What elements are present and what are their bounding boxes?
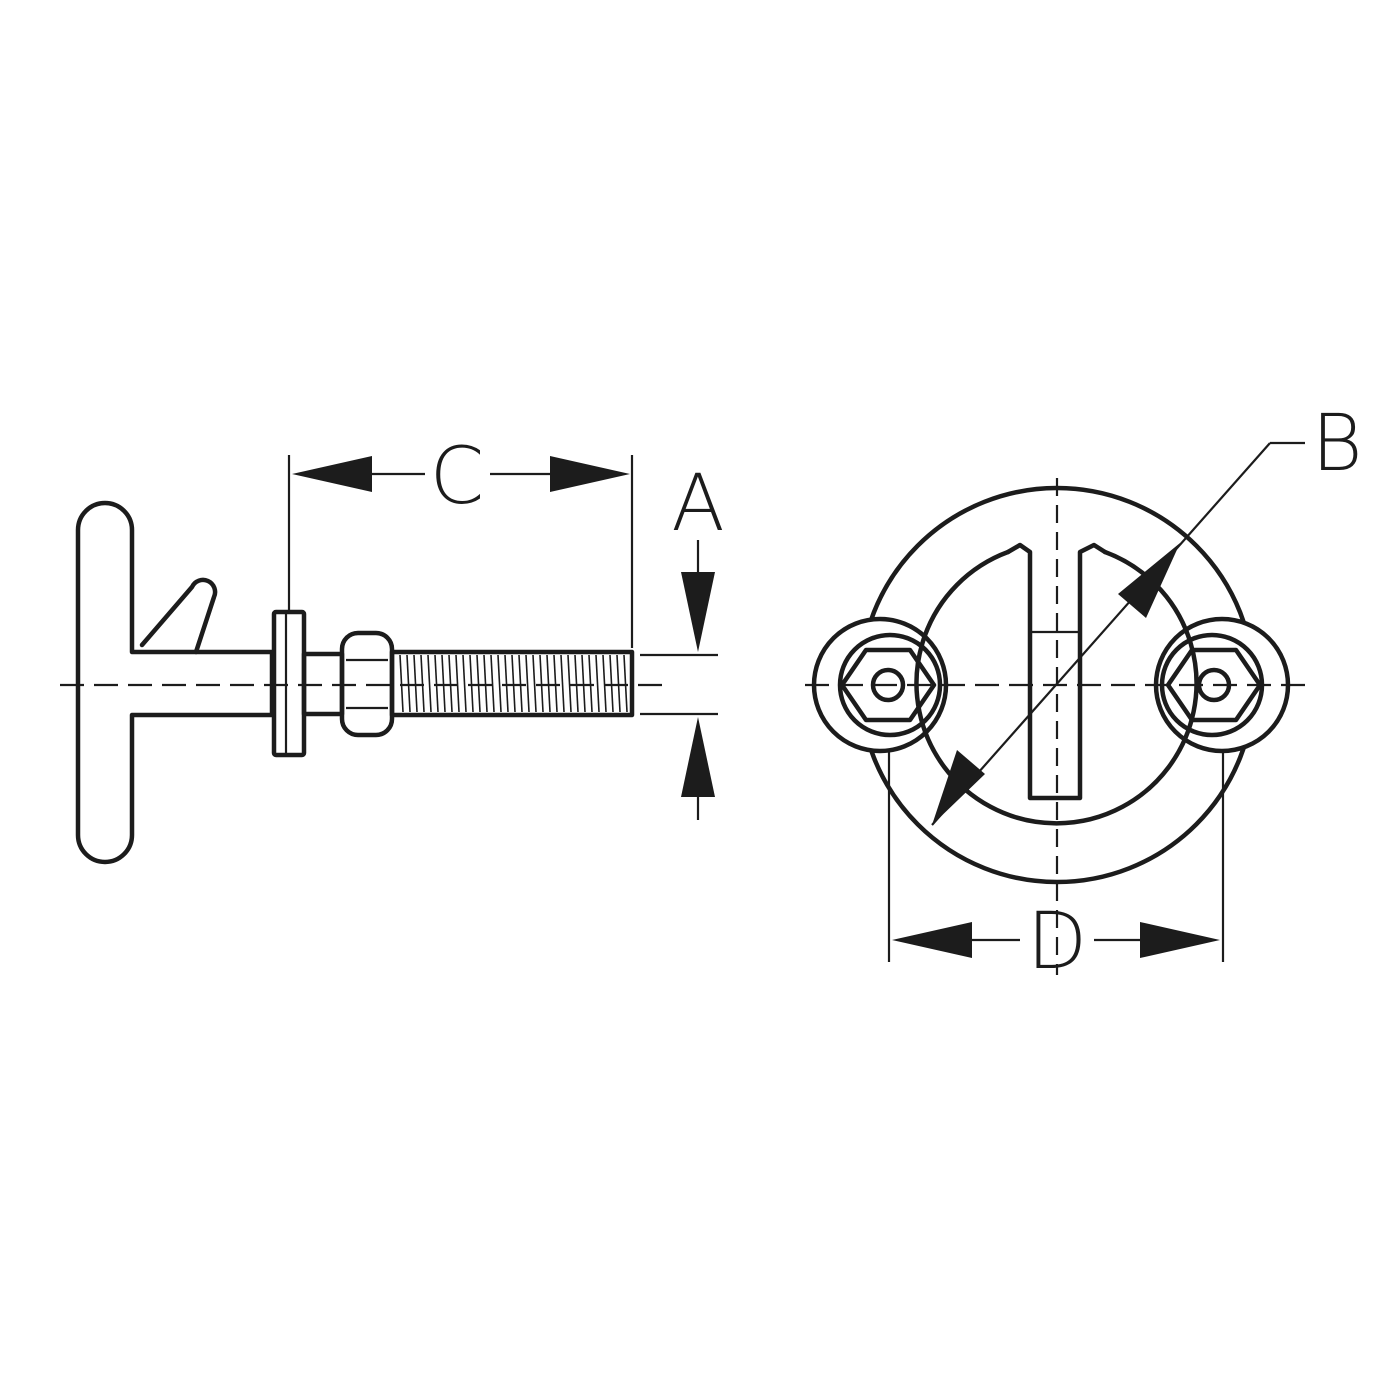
label-d: D	[1027, 897, 1087, 987]
dim-d-arrow-left	[892, 922, 972, 958]
angled-pin	[139, 577, 218, 655]
thread-line	[406, 654, 411, 713]
thread-line	[469, 654, 474, 713]
dim-c-arrow-left	[292, 456, 372, 492]
stud-threads	[399, 654, 628, 713]
thread-line	[420, 654, 425, 713]
thread-line	[476, 654, 481, 713]
thread-line	[462, 654, 467, 713]
thread-line	[539, 654, 544, 713]
thread-line	[574, 654, 579, 713]
dimension-d: D	[887, 752, 1225, 987]
left-hex-nut	[839, 647, 937, 723]
label-c: C	[430, 432, 484, 522]
thread-line	[532, 654, 537, 713]
thread-line	[441, 654, 446, 713]
thread-line	[595, 654, 600, 713]
thread-line	[588, 654, 593, 713]
thread-line	[581, 654, 586, 713]
label-b: B	[1311, 399, 1362, 489]
thread-line	[518, 654, 523, 713]
thread-line	[504, 654, 509, 713]
dim-d-arrow-right	[1140, 922, 1220, 958]
thread-line	[546, 654, 551, 713]
dim-a-arrow-bottom	[681, 717, 715, 797]
side-view	[60, 500, 668, 865]
threaded-stud	[389, 649, 635, 718]
dim-b-line	[931, 442, 1271, 826]
dim-b-arrow-upper	[1118, 543, 1180, 618]
dim-a-arrow-top	[681, 572, 715, 652]
thread-line	[525, 654, 530, 713]
thread-line	[483, 654, 488, 713]
thread-line	[455, 654, 460, 713]
dimension-c: C	[287, 432, 634, 648]
thread-line	[427, 654, 432, 713]
thread-line	[616, 654, 621, 713]
thread-line	[490, 654, 495, 713]
thread-line	[511, 654, 516, 713]
keyhole-slot	[1005, 542, 1108, 801]
thread-line	[623, 654, 628, 713]
dimension-b: B	[931, 399, 1363, 826]
thread-line	[553, 654, 558, 713]
dim-b-arrow-lower	[932, 750, 985, 825]
thread-line	[609, 654, 614, 713]
label-a: A	[671, 459, 724, 549]
thread-line	[399, 654, 404, 713]
thread-line	[497, 654, 502, 713]
thread-line	[413, 654, 418, 713]
thread-line	[434, 654, 439, 713]
t-handle	[75, 500, 275, 865]
dimension-a: A	[640, 459, 725, 820]
front-view	[805, 478, 1310, 975]
thread-line	[448, 654, 453, 713]
dim-c-arrow-right	[550, 456, 630, 492]
thread-line	[602, 654, 607, 713]
thread-line	[567, 654, 572, 713]
thread-line	[560, 654, 565, 713]
washer	[271, 609, 307, 758]
